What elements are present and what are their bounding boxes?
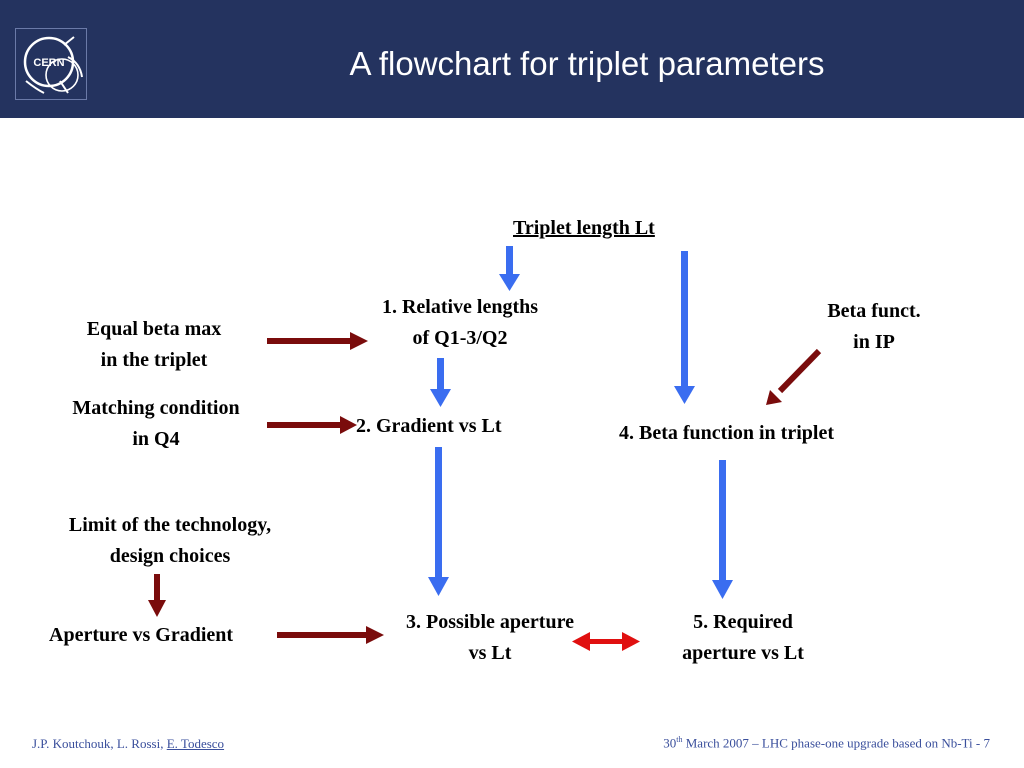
footer-date: 30th March 2007 – LHC phase-one upgrade … (663, 735, 990, 751)
arrow-beta-ip-to-beta-function (766, 348, 822, 405)
header-bar: CERN A flowchart for triplet parameters (0, 0, 1024, 118)
arrow-triplet-to-beta-function (674, 251, 695, 404)
node-beta-ip: Beta funct. in IP (827, 300, 921, 353)
node-limit-technology: Limit of the technology, design choices (68, 514, 272, 567)
arrow-aperture-gradient-to-possible (277, 626, 384, 644)
node-required-aperture: 5. Required aperture vs Lt (682, 611, 804, 664)
svg-text:CERN: CERN (33, 57, 64, 69)
node-beta-function: 4. Beta function in triplet (619, 422, 834, 444)
node-possible-aperture: 3. Possible aperture vs Lt (406, 611, 574, 664)
arrow-relative-to-gradient (430, 358, 451, 407)
arrow-equal-beta-to-relative (267, 332, 368, 350)
footer-authors: J.P. Koutchouk, L. Rossi, E. Todesco (32, 736, 225, 751)
arrow-possible-required-double (572, 632, 640, 651)
footer-author-link: E. Todesco (166, 736, 225, 751)
node-equal-beta: Equal beta max in the triplet (86, 318, 222, 371)
node-gradient: 2. Gradient vs Lt (356, 415, 502, 437)
node-triplet-length: Triplet length Lt (513, 217, 655, 239)
page-title: A flowchart for triplet parameters (349, 45, 825, 82)
arrow-beta-to-required (712, 460, 733, 599)
arrow-limit-to-aperture-gradient (148, 574, 166, 617)
arrow-matching-to-gradient (267, 416, 357, 434)
arrow-gradient-to-possible (428, 447, 449, 596)
node-aperture-gradient: Aperture vs Gradient (49, 624, 234, 646)
arrow-triplet-to-relative (499, 246, 520, 291)
node-matching-condition: Matching condition in Q4 (72, 397, 240, 450)
node-relative-lengths: 1. Relative lengths of Q1-3/Q2 (381, 296, 539, 349)
cern-logo: CERN (15, 28, 87, 100)
